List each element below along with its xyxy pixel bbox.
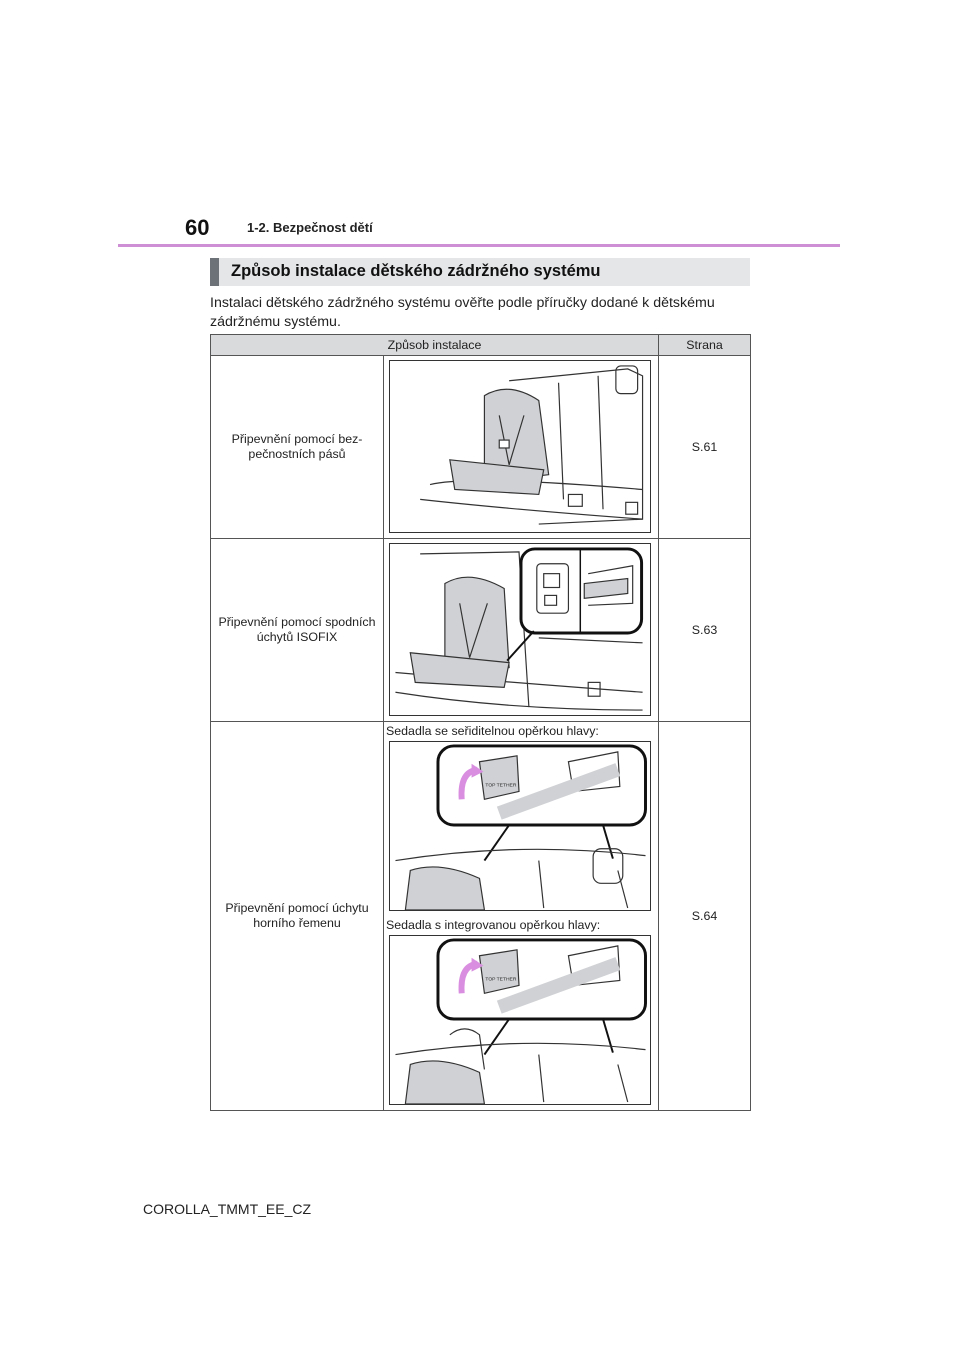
- document-code: COROLLA_TMMT_EE_CZ: [143, 1201, 312, 1217]
- header-rule: [118, 244, 840, 247]
- tether-tag-label: TOP TETHER: [485, 976, 516, 982]
- isofix-install-illustration: [389, 543, 651, 716]
- tether-integrated-headrest-illustration: TOP TETHER: [389, 935, 651, 1105]
- page-cell: S.63: [658, 538, 751, 722]
- table-row: Připevnění pomocí úchytu horního řemenu …: [210, 721, 751, 1111]
- section-title: 1-2. Bezpečnost dětí: [247, 220, 373, 235]
- tether-figure-adjustable: TOP TETHER: [395, 744, 647, 910]
- isofix-figure: [395, 547, 644, 711]
- image-cell: Sedadla se seřiditelnou opěrkou hlavy: T…: [383, 721, 659, 1111]
- section-heading: Způsob instalace dětského zádržného syst…: [210, 258, 750, 286]
- table-row: Připevnění pomocí bez­pečnostních pásů: [210, 355, 751, 539]
- image-cell: [383, 538, 659, 722]
- child-seat-belt-figure: [420, 365, 644, 525]
- table-row: Připevnění pomocí spod­ních úchytů ISOFI…: [210, 538, 751, 722]
- tether-figure-integrated: TOP TETHER: [395, 938, 647, 1104]
- table-header-row: Způsob instalace Strana: [210, 334, 751, 356]
- method-cell: Připevnění pomocí úchytu horního řemenu: [210, 721, 384, 1111]
- tether-tag-label: TOP TETHER: [485, 782, 516, 788]
- method-cell: Připevnění pomocí bez­pečnostních pásů: [210, 355, 384, 539]
- page-cell: S.64: [658, 721, 751, 1111]
- header-method: Způsob instalace: [210, 334, 659, 356]
- method-cell: Připevnění pomocí spod­ních úchytů ISOFI…: [210, 538, 384, 722]
- page-number: 60: [185, 215, 210, 240]
- integrated-headrest-caption: Sedadla s integrovanou opěrkou hlavy:: [386, 918, 601, 932]
- header-page: Strana: [658, 334, 751, 356]
- page-cell: S.61: [658, 355, 751, 539]
- image-cell: [383, 355, 659, 539]
- intro-paragraph: Instalaci dětského zádržného systému ově…: [210, 295, 715, 330]
- installation-table: Způsob instalace Strana Připevnění pomoc…: [210, 334, 751, 1111]
- tether-adjustable-headrest-illustration: TOP TETHER: [389, 741, 651, 911]
- section-heading-text: Způsob instalace dětského zádržného syst…: [231, 262, 601, 280]
- seatbelt-install-illustration: [389, 360, 651, 533]
- adjustable-headrest-caption: Sedadla se seřiditelnou opěrkou hlavy:: [386, 724, 599, 738]
